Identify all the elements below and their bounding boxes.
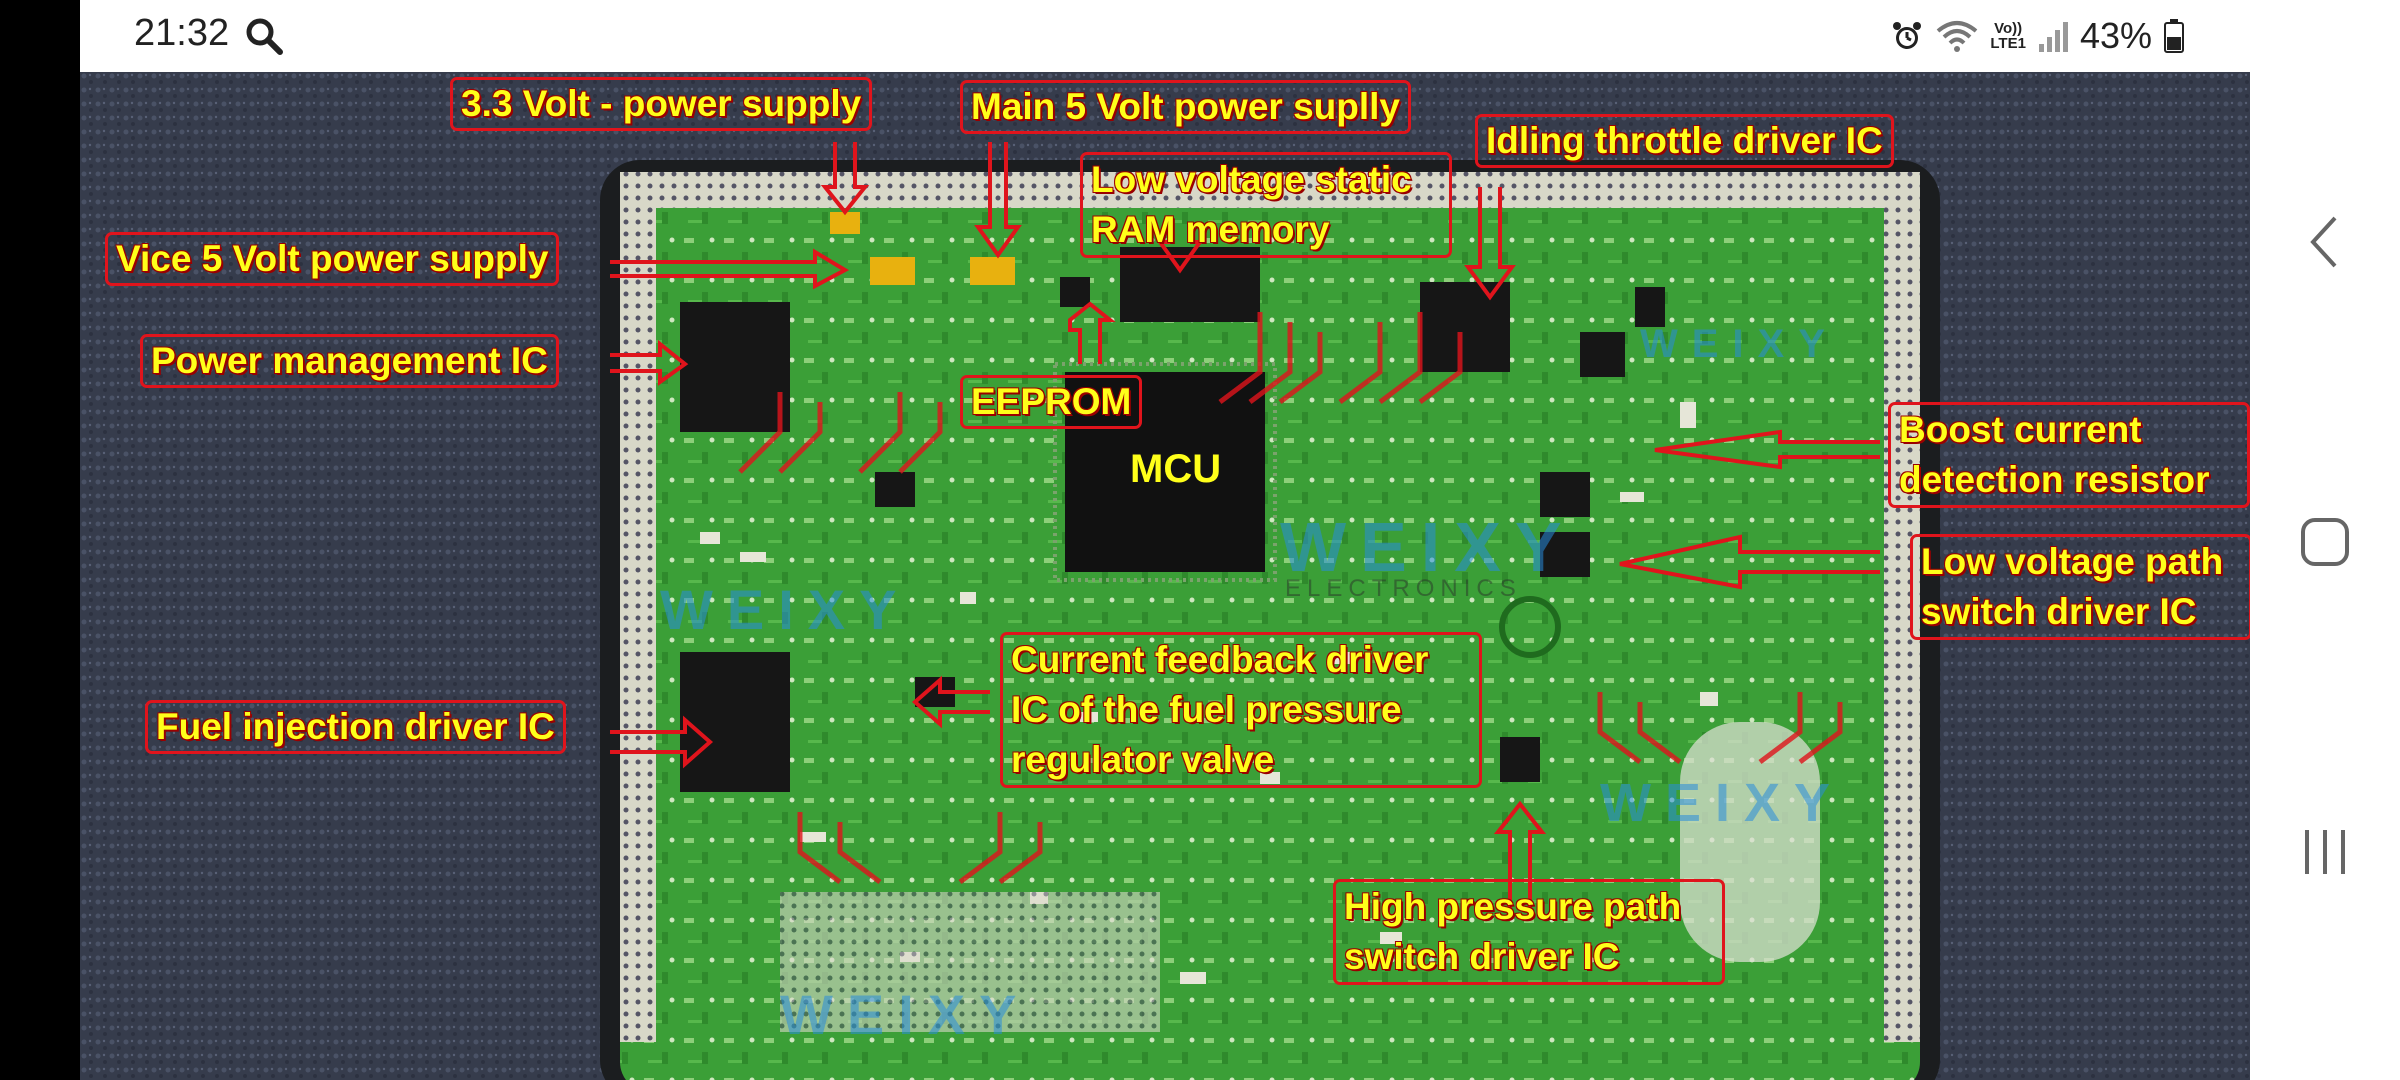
pcb-photo[interactable] [80,72,2250,1080]
watermark-brand: WEIXY [660,578,911,641]
battery-icon [2164,19,2184,53]
back-chevron-icon [2310,216,2337,268]
status-bar: 21:32 Vo)) LTE1 43% [80,0,2250,72]
home-square-icon [2301,518,2349,566]
network-type: Vo)) LTE1 [1990,20,2026,52]
callout-fuel-injection-driver: Fuel injection driver IC [145,700,566,754]
navigation-bar [2250,72,2400,1080]
search-icon [246,18,283,55]
callout-main-5v-power-supply: Main 5 Volt power suplly [960,80,1411,134]
callout-boost-current-resistor: Boost current detection resistor [1888,402,2250,508]
watermark-brand: WEIXY [780,983,1031,1046]
callout-high-pressure-path-driver: High pressure path switch driver IC [1333,879,1725,985]
recent-apps-icon [2305,830,2345,874]
callout-low-voltage-ram: Low voltage static RAM memory [1080,152,1452,258]
callout-3v3-power-supply: 3.3 Volt - power supply [450,77,873,131]
callout-vice-5v-power-supply: Vice 5 Volt power supply [105,232,560,286]
watermark-brand: WEIXY [1600,773,1845,833]
status-time: 21:32 [134,12,230,54]
callout-current-feedback-driver: Current feedback driver IC of the fuel p… [1000,632,1482,788]
mcu-chip-label: MCU [1130,447,1222,491]
callout-eeprom: EEPROM [960,375,1143,429]
alarm-icon [1893,22,1922,49]
callout-power-management-ic: Power management IC [140,334,559,388]
battery-percent: 43% [2079,15,2152,56]
recent-apps-button[interactable] [2250,792,2400,912]
callout-low-voltage-path-driver: Low voltage path switch driver IC [1910,534,2250,640]
wifi-icon [1937,21,1978,52]
status-icons: Vo)) LTE1 43% [1890,10,2184,62]
left-black-strip [0,0,80,1080]
watermark-brand: WEIXY [1280,508,1576,586]
back-button[interactable] [2250,182,2400,302]
signal-icon [2038,22,2068,52]
watermark-brand: WEIXY [1640,322,1839,366]
watermark-sub: ELECTRONICS [1285,575,1522,602]
image-viewer[interactable]: WEIXY ELECTRONICS WEIXY WEIXY WEIXY WEIX… [80,72,2250,1080]
callout-idling-throttle-driver: Idling throttle driver IC [1475,114,1894,168]
home-button[interactable] [2250,482,2400,602]
